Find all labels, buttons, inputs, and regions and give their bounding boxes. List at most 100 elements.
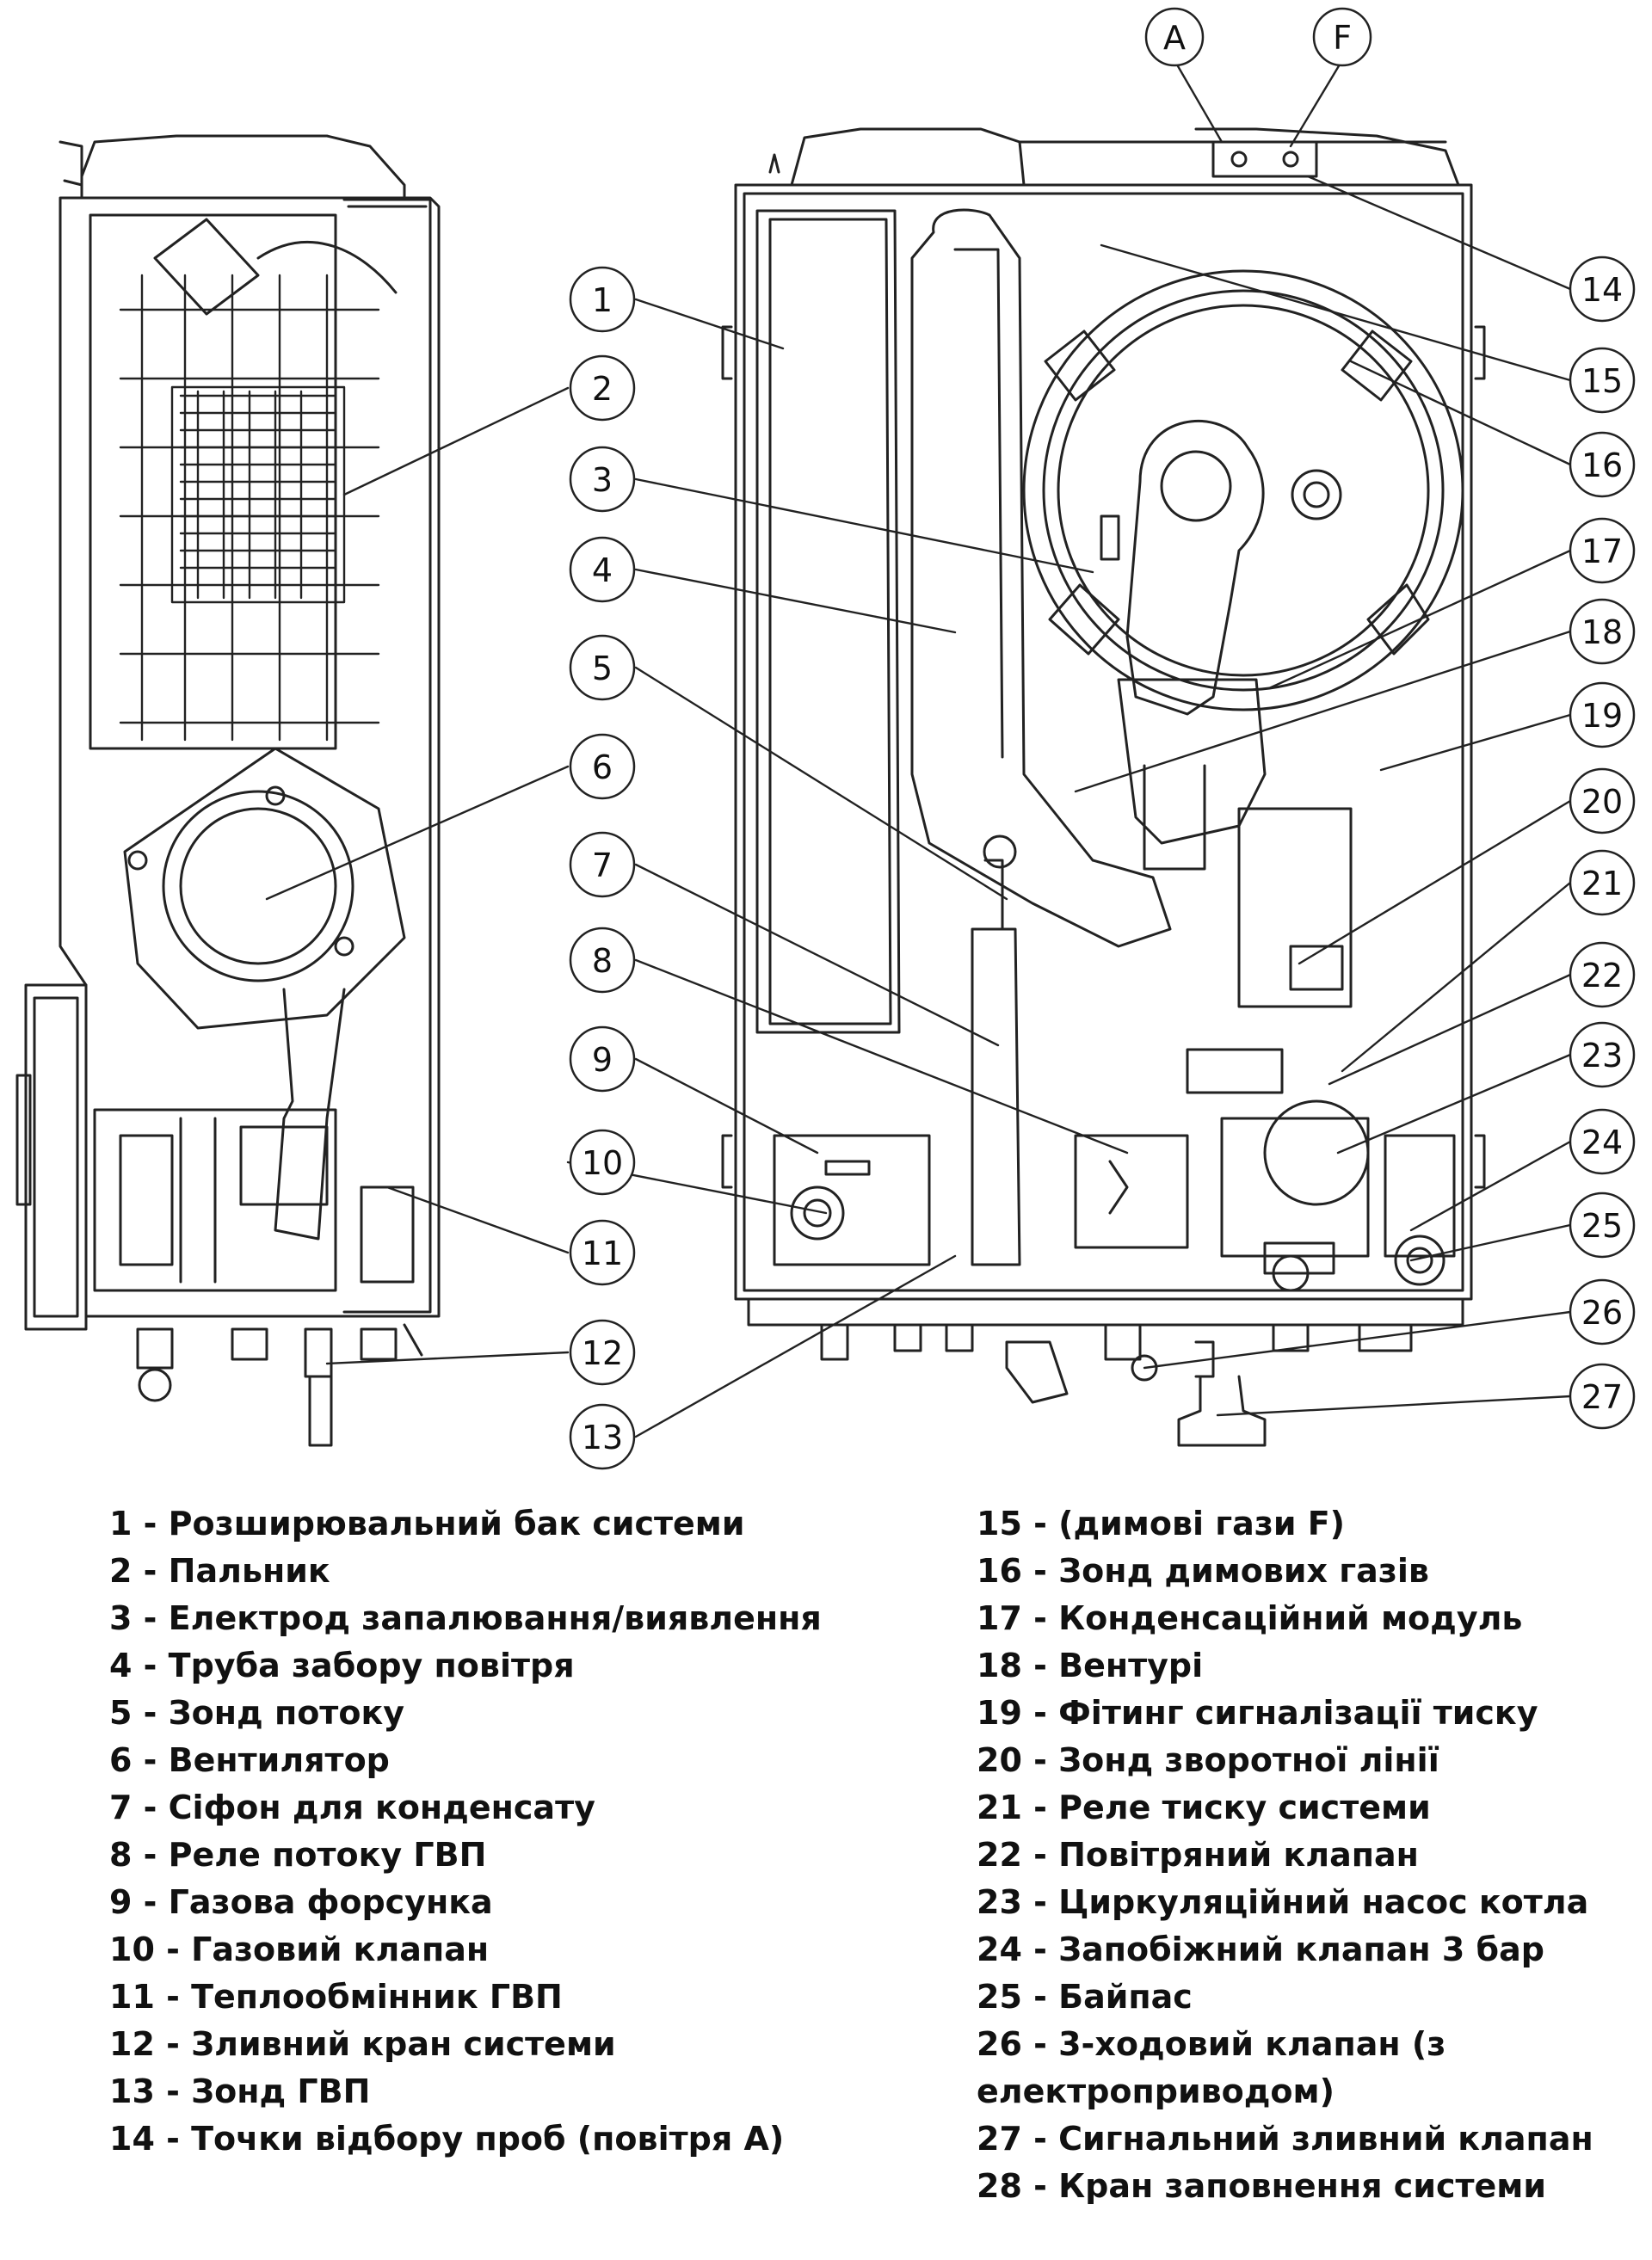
legend-item: 3 - Електрод запалювання/виявлення	[109, 1599, 822, 1637]
svg-text:26: 26	[1581, 1294, 1623, 1332]
legend-item: 18 - Вентурі	[977, 1647, 1204, 1684]
svg-text:A: A	[1163, 19, 1186, 57]
leader-lines	[265, 59, 1572, 1438]
legend-right-column: 15 - (димові гази F) 16 - Зонд димових г…	[977, 1500, 1593, 2210]
legend-item: 1 - Розширювальний бак системи	[109, 1505, 745, 1543]
callout-21: 21	[1569, 849, 1636, 916]
callout-23: 23	[1569, 1021, 1636, 1088]
svg-text:16: 16	[1581, 446, 1623, 484]
svg-text:17: 17	[1581, 533, 1623, 570]
svg-text:24: 24	[1581, 1124, 1623, 1161]
legend-item: 23 - Циркуляційний насос котла	[977, 1883, 1589, 1921]
svg-text:6: 6	[592, 748, 613, 786]
legend-item: 22 - Повітряний клапан	[977, 1836, 1419, 1874]
svg-text:20: 20	[1581, 783, 1623, 821]
callout-2: 2	[569, 354, 636, 422]
svg-text:2: 2	[592, 370, 613, 408]
callout-17: 17	[1569, 517, 1636, 584]
legend-item: 16 - Зонд димових газів	[977, 1552, 1429, 1590]
svg-text:7: 7	[592, 847, 613, 884]
air-intake-pipe	[910, 208, 1172, 948]
legend-item: 25 - Байпас	[977, 1978, 1193, 2016]
svg-text:10: 10	[582, 1144, 623, 1182]
svg-text:13: 13	[582, 1419, 623, 1456]
callout-14: 14	[1569, 256, 1636, 323]
callout-10: 10	[569, 1129, 636, 1196]
legend-item: електроприводом)	[977, 2072, 1335, 2110]
condensate-siphon	[971, 834, 1021, 1266]
legend-item: 6 - Вентилятор	[109, 1741, 390, 1779]
callout-16: 16	[1569, 431, 1636, 498]
marker-a: A	[1144, 7, 1205, 67]
callout-4: 4	[569, 536, 636, 603]
callout-3: 3	[569, 446, 636, 513]
callout-18: 18	[1569, 598, 1636, 665]
svg-text:4: 4	[592, 551, 613, 589]
callout-15: 15	[1569, 347, 1636, 414]
svg-text:F: F	[1333, 19, 1352, 57]
legend-item: 11 - Теплообмінник ГВП	[109, 1978, 563, 2016]
side-view-heat-exchanger	[119, 274, 380, 742]
legend-item: 13 - Зонд ГВП	[109, 2072, 371, 2110]
callout-markers: A F 1 2 3 4 5 6 7 8 9 10 11 12 13 14 15 …	[569, 7, 1636, 1470]
legend-item: 26 - 3-ходовий клапан (з	[977, 2025, 1446, 2063]
callout-1: 1	[569, 266, 636, 333]
svg-text:27: 27	[1581, 1378, 1623, 1416]
expansion-tank	[755, 209, 901, 1034]
side-view-fan	[123, 747, 406, 1241]
svg-text:1: 1	[592, 281, 613, 319]
callout-25: 25	[1569, 1192, 1636, 1259]
legend-item: 8 - Реле потоку ГВП	[109, 1836, 487, 1874]
svg-text:3: 3	[592, 461, 613, 499]
legend-item: 12 - Зливний кран системи	[109, 2025, 616, 2063]
svg-text:19: 19	[1581, 697, 1623, 735]
legend-item: 4 - Труба забору повітря	[109, 1647, 575, 1684]
callout-12: 12	[569, 1319, 636, 1386]
callout-8: 8	[569, 927, 636, 994]
legend-item: 28 - Кран заповнення системи	[977, 2167, 1546, 2205]
svg-text:5: 5	[592, 650, 613, 687]
svg-text:18: 18	[1581, 613, 1623, 651]
legend-item: 5 - Зонд потоку	[109, 1694, 405, 1732]
side-view-boiler	[15, 134, 441, 1447]
svg-text:21: 21	[1581, 865, 1623, 902]
legend-item: 27 - Сигнальний зливний клапан	[977, 2120, 1593, 2158]
callout-11: 11	[569, 1219, 636, 1286]
callout-22: 22	[1569, 941, 1636, 1008]
callout-26: 26	[1569, 1278, 1636, 1346]
marker-f: F	[1312, 7, 1372, 67]
svg-text:15: 15	[1581, 362, 1623, 400]
boiler-diagram: A F 1 2 3 4 5 6 7 8 9 10 11 12 13 14 15 …	[15, 7, 1636, 1470]
svg-text:9: 9	[592, 1041, 613, 1079]
front-view-boiler	[721, 127, 1486, 1447]
legend-item: 24 - Запобіжний клапан 3 бар	[977, 1931, 1544, 1968]
legend-item: 7 - Сіфон для конденсату	[109, 1789, 595, 1826]
legend-item: 9 - Газова форсунка	[109, 1883, 493, 1921]
callout-5: 5	[569, 634, 636, 701]
callout-7: 7	[569, 831, 636, 898]
svg-text:25: 25	[1581, 1207, 1623, 1245]
legend-item: 17 - Конденсаційний модуль	[977, 1599, 1523, 1637]
svg-text:23: 23	[1581, 1037, 1623, 1075]
svg-text:22: 22	[1581, 957, 1623, 995]
legend-item: 15 - (димові гази F)	[977, 1505, 1346, 1543]
legend-item: 10 - Газовий клапан	[109, 1931, 490, 1968]
legend-item: 2 - Пальник	[109, 1552, 330, 1590]
callout-9: 9	[569, 1025, 636, 1093]
callout-19: 19	[1569, 681, 1636, 748]
callout-20: 20	[1569, 767, 1636, 834]
legend-item: 20 - Зонд зворотної лінії	[977, 1741, 1439, 1779]
svg-text:11: 11	[582, 1235, 623, 1272]
condensing-module	[1022, 269, 1464, 711]
callout-13: 13	[569, 1403, 636, 1470]
svg-text:12: 12	[582, 1334, 623, 1372]
legend-item: 21 - Реле тиску системи	[977, 1789, 1431, 1826]
legend-left-column: 1 - Розширювальний бак системи 2 - Пальн…	[109, 1500, 822, 2163]
legend-item: 14 - Точки відбору проб (повітря A)	[109, 2120, 785, 2158]
callout-24: 24	[1569, 1108, 1636, 1175]
legend-item: 19 - Фітинг сигналізації тиску	[977, 1694, 1538, 1732]
callout-27: 27	[1569, 1363, 1636, 1430]
svg-text:8: 8	[592, 942, 613, 980]
svg-text:14: 14	[1581, 271, 1623, 309]
callout-6: 6	[569, 733, 636, 800]
